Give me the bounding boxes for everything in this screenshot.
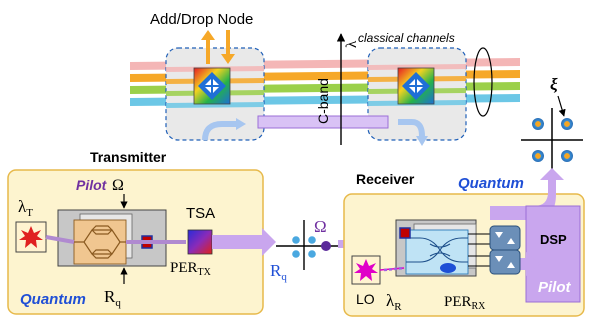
output-constellation (521, 95, 583, 172)
tsa-label: TSA (186, 205, 215, 222)
lambda-r-label: λR (386, 291, 402, 313)
c-band-label: C-band (315, 78, 331, 124)
quantum-tx-label: Quantum (20, 291, 86, 308)
quantum-lane (257, 115, 389, 129)
laser-burst-icon (19, 226, 43, 248)
add-drop-node-label: Add/Drop Node (150, 11, 253, 28)
laser-burst-icon (354, 259, 378, 281)
tsa-block (187, 229, 213, 255)
constellation-point (532, 150, 544, 162)
per-tx-label: PERTX (170, 260, 212, 278)
pilot-dot (321, 241, 331, 251)
add-arrow (202, 121, 236, 141)
transmitter-label: Transmitter (90, 149, 167, 165)
hybrid-waveguides (406, 237, 468, 263)
middle-spectrum (276, 220, 342, 270)
balanced-detector-bottom (468, 249, 521, 275)
quantum-dot (308, 236, 316, 244)
dsp-block (525, 205, 581, 303)
omega-tx-label: Ω (112, 177, 124, 194)
mzm-waveguide (74, 225, 126, 259)
dsp-label: DSP (540, 232, 567, 247)
wss-icon-tx (193, 67, 231, 105)
r-q-mid-label: Rq (270, 261, 287, 283)
xi-label: ξ (550, 75, 558, 94)
lo-label: LO (356, 291, 375, 307)
constellation-point (561, 118, 573, 130)
constellation-point (532, 118, 544, 130)
quantum-dot (308, 250, 316, 258)
lambda-t-label: λT (18, 197, 33, 219)
quantum-dot (292, 250, 300, 258)
drop-arrow (398, 119, 425, 137)
per-rx-label: PERRX (444, 294, 486, 312)
constellation-point (561, 150, 573, 162)
balanced-detector-top (468, 225, 521, 251)
quantum-rx-label: Quantum (458, 175, 524, 192)
receiver-label: Receiver (356, 171, 415, 187)
r-q-tx-label: Rq (104, 287, 121, 309)
pilot-tx-label: Pilot (76, 177, 108, 193)
pilot-rx-label: Pilot (538, 279, 572, 296)
tx-output-arrow (212, 228, 276, 256)
add-drop-arrows (201, 30, 235, 64)
lambda-axis-label: λ (344, 40, 360, 48)
channels-ellipse (473, 47, 493, 117)
signal-input-block (399, 227, 411, 239)
omega-mid-label: Ω (314, 217, 327, 236)
lo-coupler (440, 263, 456, 273)
wss-icon-rx (397, 67, 435, 105)
quantum-dot (292, 236, 300, 244)
classical-channels-label: classical channels (358, 31, 455, 45)
